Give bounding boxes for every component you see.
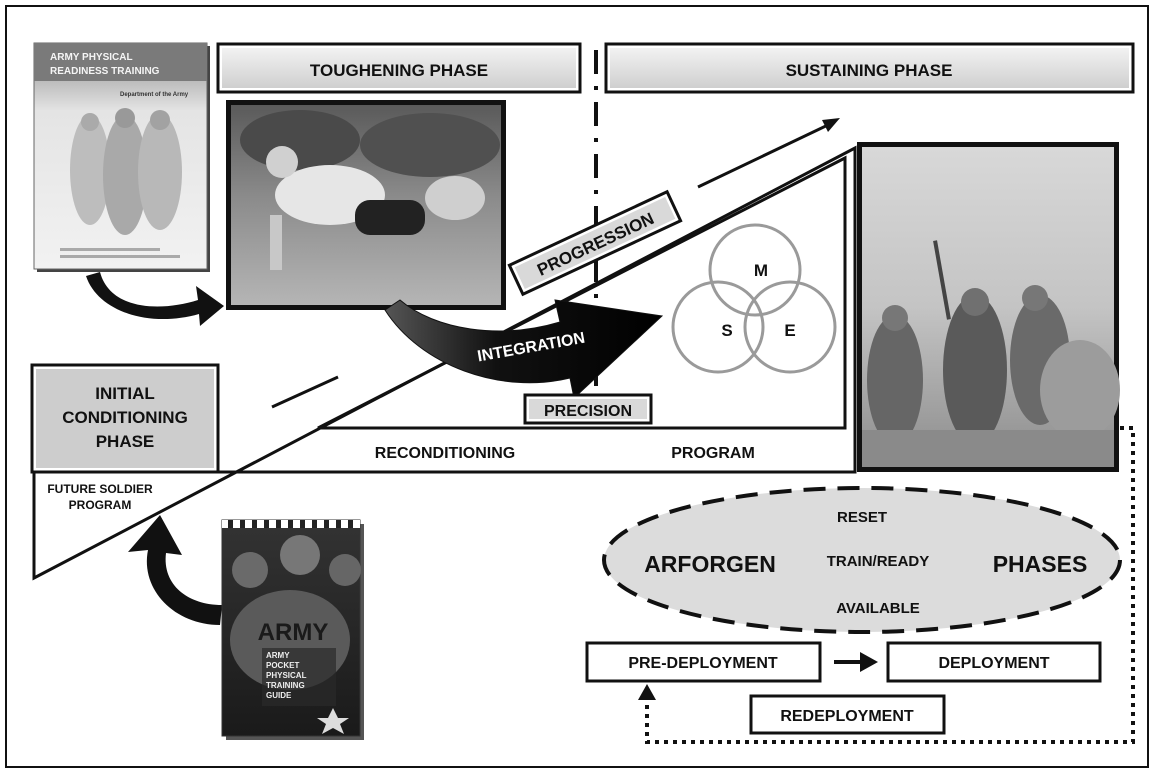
venn-circle-m — [708, 223, 802, 317]
deployment-label: DEPLOYMENT — [938, 655, 1049, 672]
booklet-top: ARMY PHYSICAL READINESS TRAINING Departm… — [33, 42, 210, 272]
progression-line-lower — [271, 375, 339, 409]
venn-label-m: M — [754, 261, 768, 280]
arforgen-label: ARFORGEN — [644, 551, 776, 577]
precision-badge-fill — [529, 399, 647, 419]
initial-conditioning-line1: INITIAL — [95, 384, 155, 403]
booklet-bottom-army: ARMY — [258, 619, 329, 646]
arforgen-phases-label: PHASES — [993, 551, 1088, 577]
redeploy-loop-dotted — [645, 426, 1135, 744]
redeploy-loop-arrowhead — [638, 684, 656, 700]
arforgen-available: AVAILABLE — [836, 600, 920, 617]
sustaining-phase-fill — [610, 48, 1129, 88]
toughening-phase-fill — [222, 48, 576, 88]
deployment-arrow-head — [860, 652, 878, 672]
booklet-top-title-1: ARMY PHYSICAL — [50, 52, 133, 63]
arforgen-reset: RESET — [837, 509, 887, 526]
booklet-bottom-line2: POCKET — [266, 661, 299, 670]
future-soldier-line2: PROGRAM — [69, 498, 132, 512]
venn-circle-s — [671, 280, 765, 374]
progression-line-upper — [697, 122, 831, 189]
redeployment-label: REDEPLOYMENT — [780, 708, 914, 725]
future-soldier-line1: FUTURE SOLDIER — [47, 482, 153, 496]
reconditioning-label: RECONDITIONING — [375, 445, 515, 462]
deployment-box — [886, 641, 1102, 683]
booklet-bottom: ARMY ARMY POCKET PHYSICAL TRAINING GUIDE — [221, 519, 364, 740]
redeployment-box — [749, 694, 946, 735]
curved-arrow-booklet-to-program — [128, 515, 222, 625]
reconditioning-program-label: PROGRAM — [671, 445, 755, 462]
reconditioning-triangle — [317, 155, 847, 430]
integration-arrow — [384, 299, 664, 399]
booklet-bottom-line3: PHYSICAL — [266, 671, 307, 680]
venn-circle-e — [743, 280, 837, 374]
progression-arrowhead — [822, 118, 840, 132]
soldiers-photo — [857, 142, 1120, 472]
booklet-bottom-line5: GUIDE — [266, 691, 292, 700]
pre-deployment-box — [585, 641, 822, 683]
army-star-icon — [317, 708, 349, 734]
booklet-top-soldiers-illustration — [70, 108, 182, 235]
arforgen-ellipse — [602, 486, 1122, 634]
venn-label-e: E — [784, 321, 795, 340]
venn-diagram: M S E — [671, 223, 837, 374]
initial-conditioning-line2: CONDITIONING — [62, 408, 188, 427]
pushup-photo — [226, 100, 506, 310]
arforgen-train-ready: TRAIN/READY — [827, 553, 930, 570]
booklet-bottom-line1: ARMY — [266, 651, 290, 660]
booklet-top-banner — [34, 43, 207, 81]
initial-conditioning-line3: PHASE — [96, 432, 155, 451]
sustaining-phase-label: SUSTAINING PHASE — [786, 61, 953, 80]
curved-arrow-booklet-to-photo — [86, 272, 224, 326]
booklet-top-subtitle: Department of the Army — [120, 92, 189, 98]
initial-conditioning-fill — [36, 369, 214, 468]
pre-deployment-label: PRE-DEPLOYMENT — [628, 655, 778, 672]
booklet-bottom-line4: TRAINING — [266, 681, 305, 690]
booklet-top-title-2: READINESS TRAINING — [50, 66, 160, 77]
precision-label: PRECISION — [544, 403, 632, 420]
toughening-phase-label: TOUGHENING PHASE — [310, 61, 488, 80]
venn-label-s: S — [721, 321, 732, 340]
